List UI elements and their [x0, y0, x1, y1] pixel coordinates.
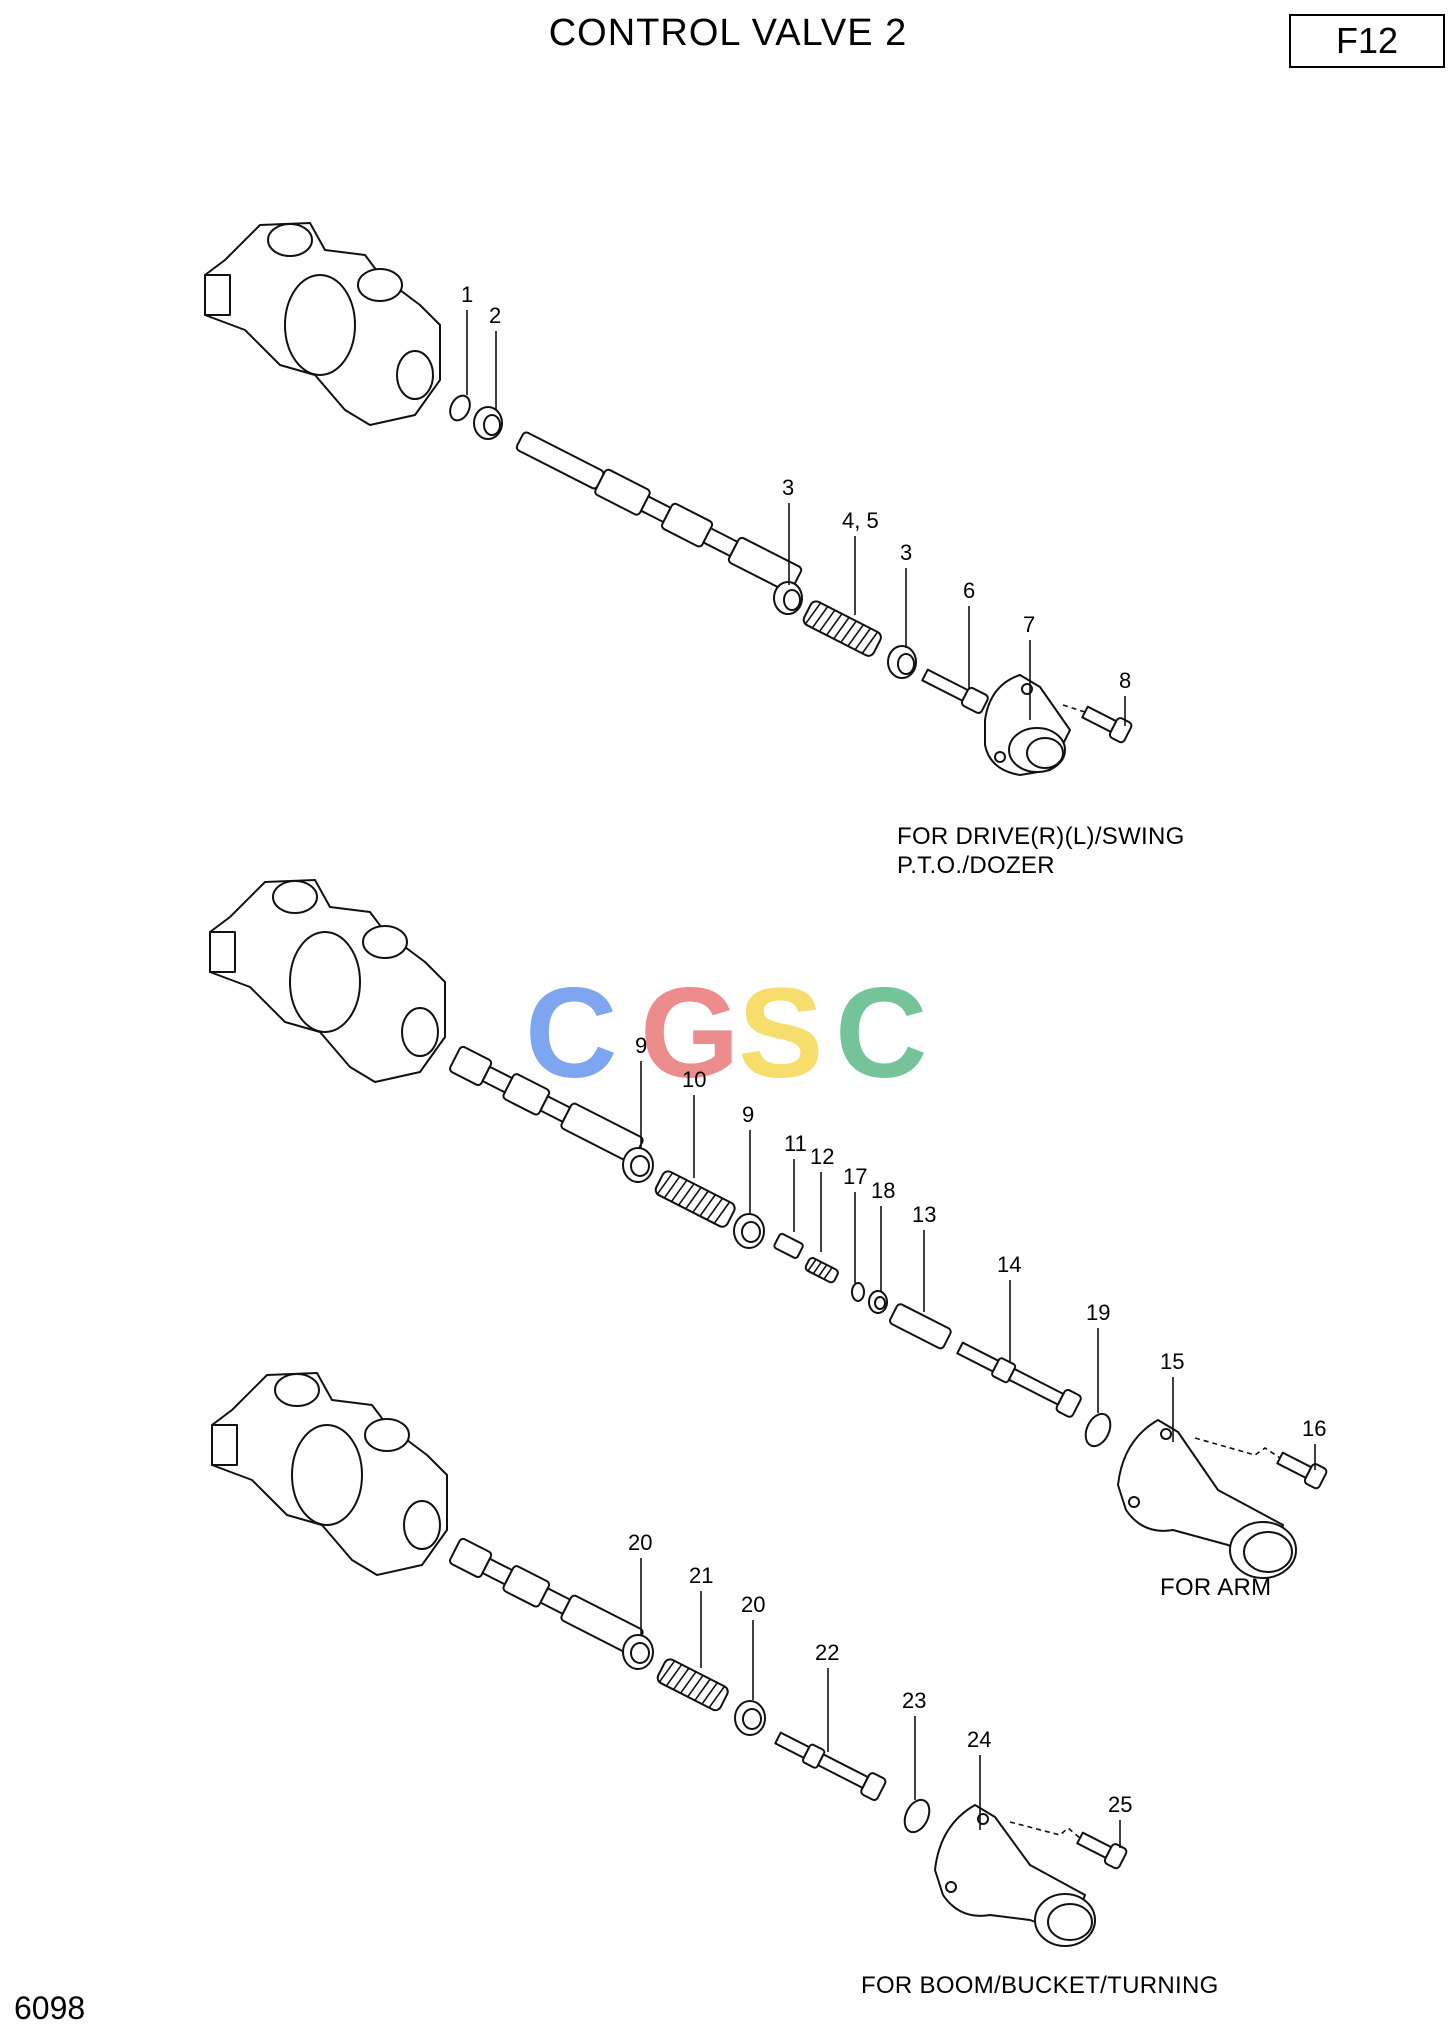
o-ring [1084, 1412, 1112, 1448]
spring-seat-2 [734, 1700, 766, 1736]
callout-label: 24 [967, 1727, 991, 1752]
callout-label: 10 [682, 1067, 706, 1092]
callout-label: 16 [1302, 1416, 1326, 1441]
callout-label: 25 [1108, 1792, 1132, 1817]
cover-bolt [1276, 1451, 1328, 1490]
spring [802, 600, 882, 657]
callout-label: 1 [461, 282, 473, 307]
sleeve [889, 1303, 952, 1350]
callout-label: 6 [963, 578, 975, 603]
callout-label: 14 [997, 1252, 1021, 1277]
stopper-bolt [774, 1731, 887, 1801]
callout-label: 13 [912, 1202, 936, 1227]
o-ring [903, 1798, 931, 1834]
piston [773, 1232, 804, 1259]
callout-label: 11 [784, 1131, 807, 1156]
spring-seat-2 [733, 1213, 765, 1249]
cover [1117, 1419, 1297, 1579]
callout-label: 19 [1086, 1300, 1110, 1325]
callout-label: 23 [902, 1688, 926, 1713]
spring-seat-2 [887, 645, 917, 679]
o-ring [449, 394, 471, 422]
callout-label: 8 [1119, 668, 1131, 693]
callouts: 9 10 9 11 12 17 18 13 14 19 15 16 [635, 1033, 1326, 1470]
spring-small [804, 1257, 839, 1284]
callout-label: 12 [810, 1144, 834, 1169]
page-number: 6098 [14, 1990, 86, 2026]
watermark-letter-g: G [640, 962, 740, 1105]
callout-label: 18 [871, 1178, 895, 1203]
spring-seat [622, 1147, 654, 1183]
valve-body [204, 222, 441, 426]
caption-drive-swing-line2: P.T.O./DOZER [897, 852, 1055, 879]
callout-label: 20 [628, 1530, 652, 1555]
valve-body [211, 1372, 448, 1576]
callout-label: 4, 5 [842, 508, 879, 533]
callout-label: 9 [742, 1102, 754, 1127]
cover-bolt [1076, 1831, 1128, 1870]
valve-body [209, 879, 446, 1083]
callout-label: 3 [782, 475, 794, 500]
callout-label: 17 [843, 1164, 867, 1189]
o-ring-small [851, 1282, 865, 1302]
watermark-letter-c2: C [835, 962, 928, 1105]
callout-label: 15 [1160, 1349, 1184, 1374]
caption-arm: FOR ARM [1160, 1574, 1272, 1601]
spring-seat [773, 581, 803, 615]
spring [656, 1658, 729, 1712]
figure-code: F12 [1335, 20, 1399, 61]
callout-label: 2 [489, 303, 501, 328]
spool [449, 1537, 644, 1656]
spring [654, 1170, 736, 1228]
plug [473, 406, 503, 440]
spring-seat [622, 1634, 654, 1670]
page-title: CONTROL VALVE 2 [548, 12, 908, 54]
callout-label: 21 [689, 1563, 713, 1588]
figure-code-box: F12 [1289, 14, 1445, 68]
watermark-letter-s: S [738, 962, 824, 1105]
stopper-bolt [956, 1341, 1082, 1418]
valve-group-arm: 9 10 9 11 12 17 18 13 14 19 15 16 [209, 879, 1328, 1579]
watermark-letter-c: C [525, 962, 618, 1105]
callout-label: 20 [741, 1592, 765, 1617]
callout-label: 3 [900, 540, 912, 565]
callout-label: 9 [635, 1033, 647, 1058]
caption-boom-bucket-turning: FOR BOOM/BUCKET/TURNING [861, 1972, 1219, 1999]
bolt [921, 668, 989, 714]
backup-ring [868, 1290, 888, 1314]
cover [984, 674, 1071, 776]
valve-group-boom-bucket: 20 21 20 22 23 24 25 [211, 1372, 1132, 1947]
spool [449, 1045, 644, 1164]
valve-group-drive-swing: 1 2 3 4, 5 3 6 7 8 [204, 222, 1133, 776]
spool [515, 431, 803, 593]
callout-label: 22 [815, 1640, 839, 1665]
caption-drive-swing-line1: FOR DRIVE(R)(L)/SWING [897, 823, 1185, 850]
cover [934, 1804, 1096, 1947]
callouts: 1 2 3 4, 5 3 6 7 8 [461, 282, 1131, 726]
callout-label: 7 [1023, 612, 1035, 637]
callouts: 20 21 20 22 23 24 25 [628, 1530, 1132, 1848]
